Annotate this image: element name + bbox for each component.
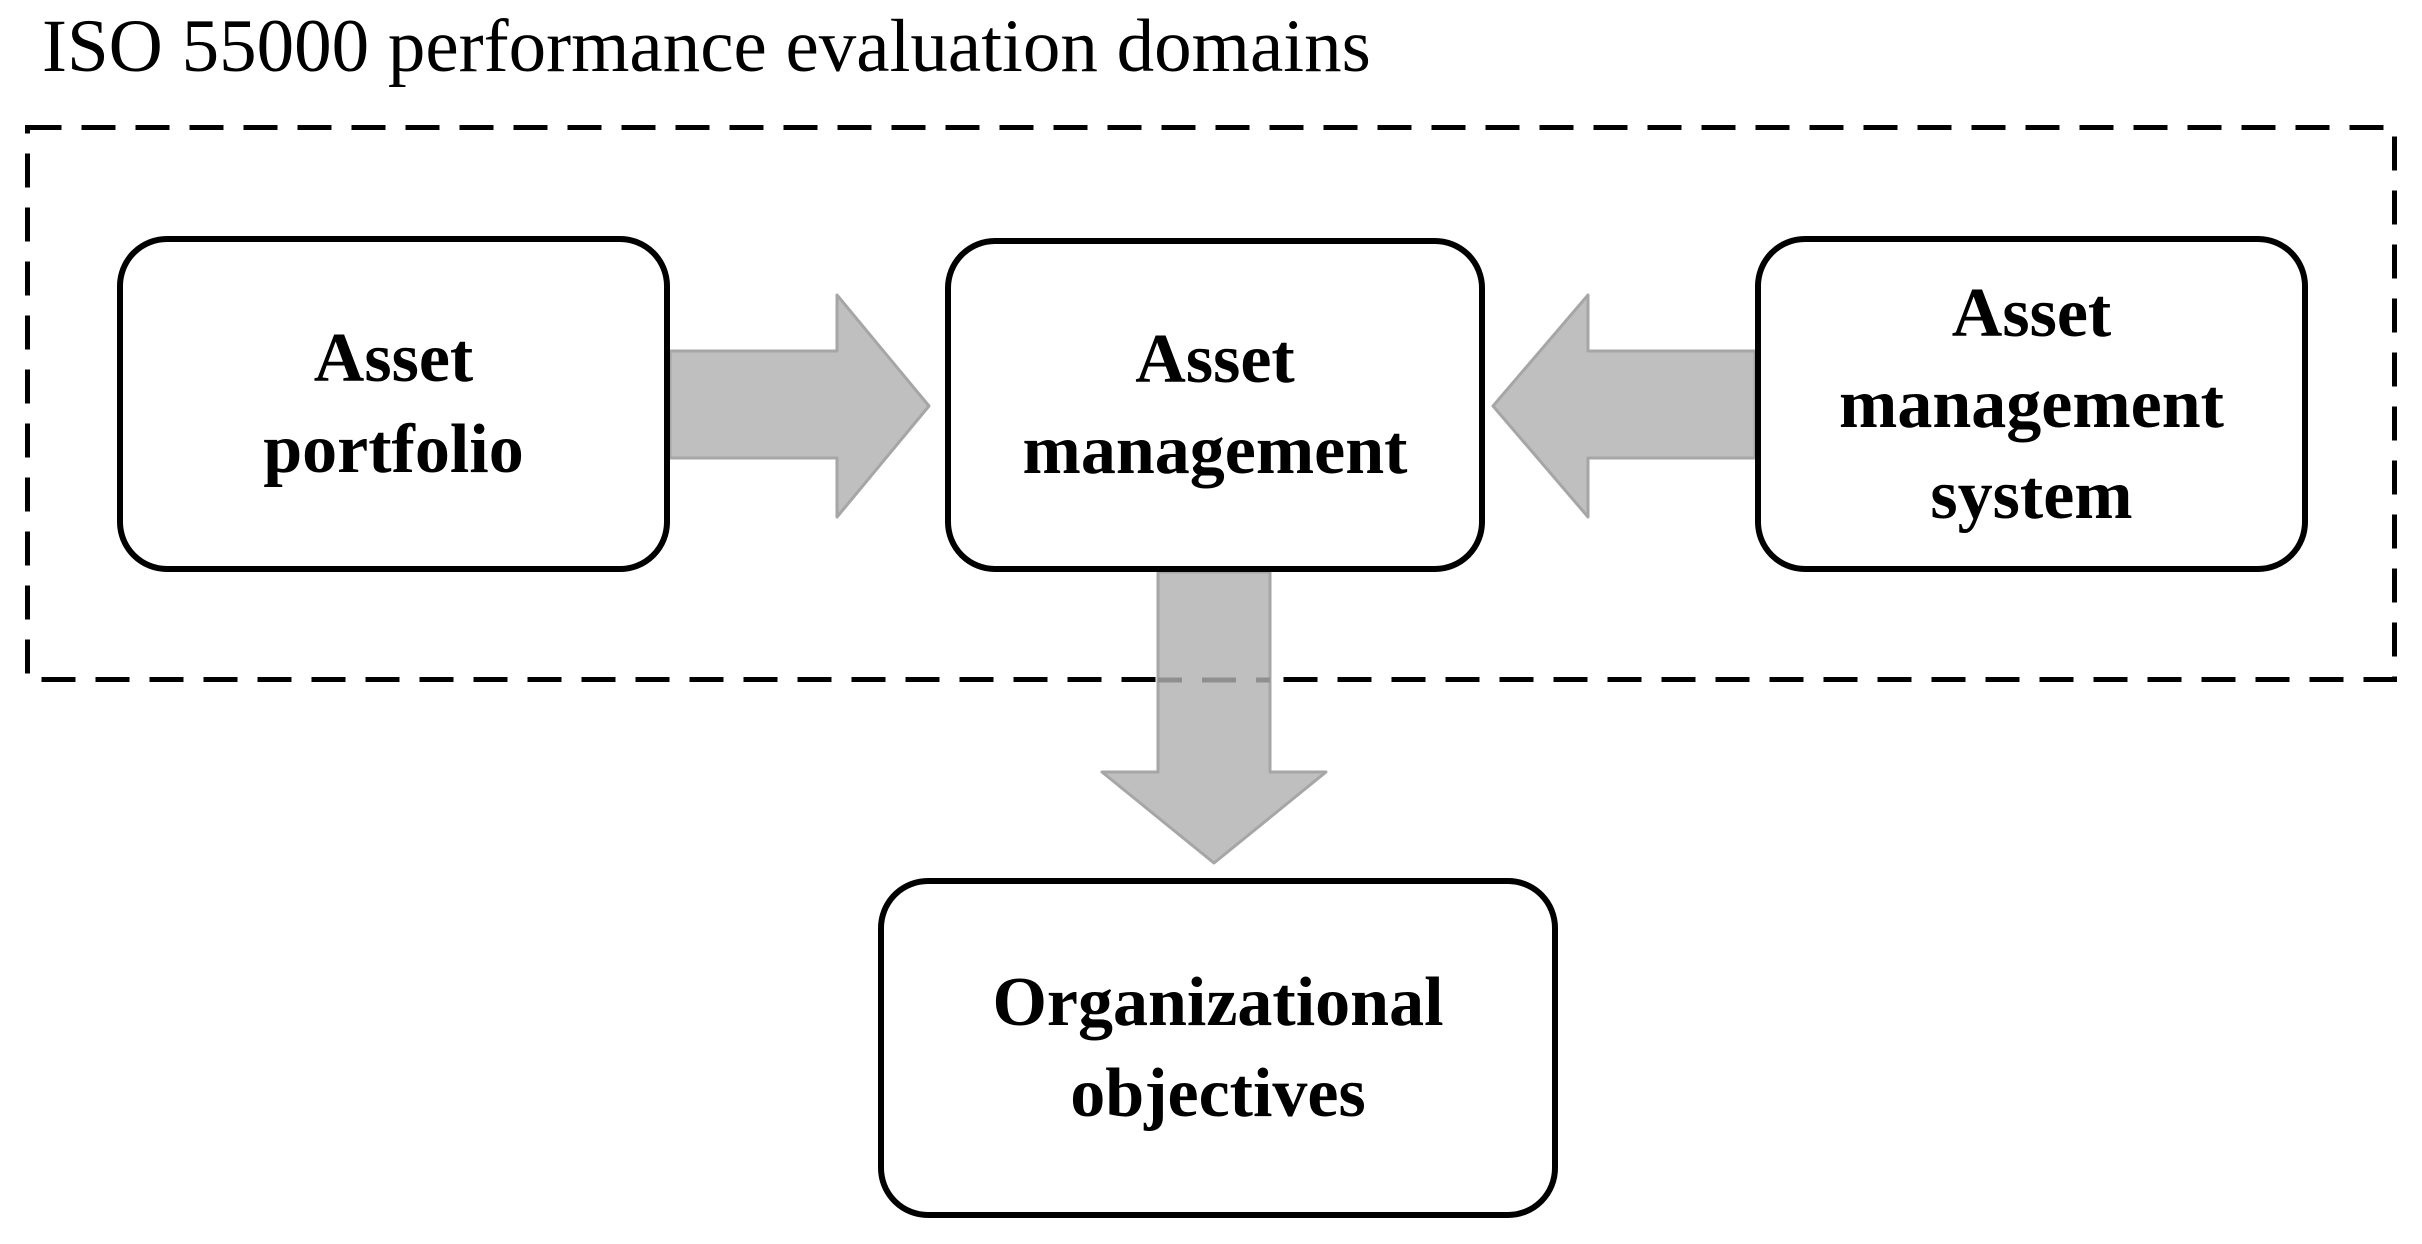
- node-asset-management: Asset management: [945, 238, 1485, 572]
- arrow-system-to-management: [1491, 293, 1757, 519]
- node-organizational-objectives: Organizational objectives: [878, 878, 1558, 1218]
- arrow-portfolio-to-management: [668, 293, 931, 519]
- node-asset-management-system: Asset management system: [1755, 236, 2308, 572]
- diagram-title: ISO 55000 performance evaluation domains: [42, 5, 1371, 88]
- evaluation-boundary-dashed-rect: [25, 125, 2397, 682]
- node-asset-portfolio: Asset portfolio: [117, 236, 670, 572]
- arrow-management-to-objectives: [1100, 570, 1328, 865]
